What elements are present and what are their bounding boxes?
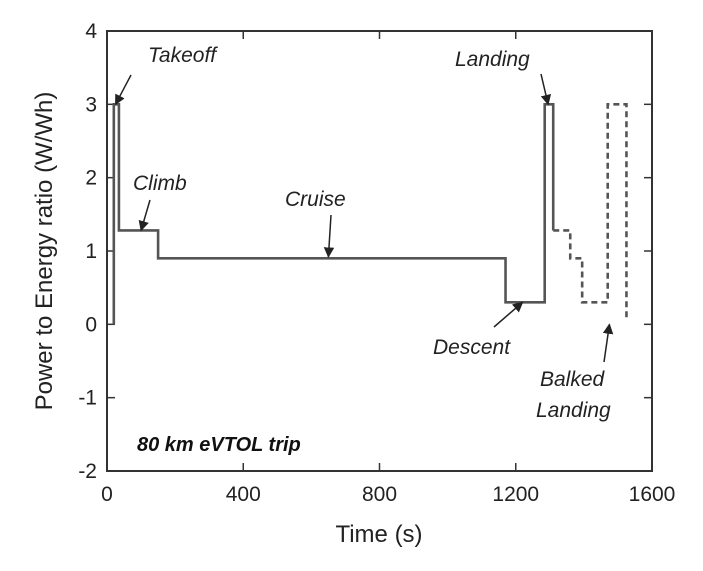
annotation-label: Climb — [133, 172, 187, 195]
annotation-arrow — [493, 301, 524, 328]
annotation-label: Landing — [455, 48, 530, 71]
x-tick-label: 1200 — [492, 483, 539, 506]
series-line-solid — [112, 103, 555, 325]
y-tick-label: 4 — [85, 20, 97, 43]
annotations-layer: TakeoffClimbCruiseDescentLandingBalkedLa… — [114, 44, 614, 422]
y-tick-label: 2 — [85, 167, 97, 190]
series-layer — [112, 103, 628, 325]
annotation-arrow — [138, 199, 151, 232]
annotation-arrow — [540, 73, 552, 106]
x-tick-label: 400 — [226, 483, 261, 506]
annotation-label: Cruise — [285, 188, 346, 211]
annotation-arrow — [602, 323, 614, 363]
y-tick-label: 3 — [85, 93, 97, 116]
y-axis-label: Power to Energy ratio (W/Wh) — [31, 92, 58, 411]
annotation-label: Descent — [433, 336, 511, 359]
annotation-label: Balked — [540, 368, 606, 391]
x-tick-label: 800 — [362, 483, 397, 506]
annotation-label: Landing — [536, 399, 611, 422]
y-tick-label: 0 — [85, 313, 97, 336]
annotation-label: Takeoff — [148, 44, 218, 67]
ticks-layer: 0 400 800 1200 1600 -2 -1 0 1 2 3 4 — [78, 20, 675, 506]
x-tick-label: 0 — [101, 483, 113, 506]
y-tick-label: 1 — [85, 240, 97, 263]
annotation-arrow — [323, 214, 335, 258]
trip-note: 80 km eVTOL trip — [137, 434, 301, 456]
annotation-arrow — [114, 74, 132, 106]
y-tick-label: -1 — [78, 387, 97, 410]
y-tick-label: -2 — [78, 460, 97, 483]
x-axis-label: Time (s) — [335, 521, 422, 548]
x-tick-label: 1600 — [629, 483, 676, 506]
series-line-dashed — [553, 103, 628, 321]
